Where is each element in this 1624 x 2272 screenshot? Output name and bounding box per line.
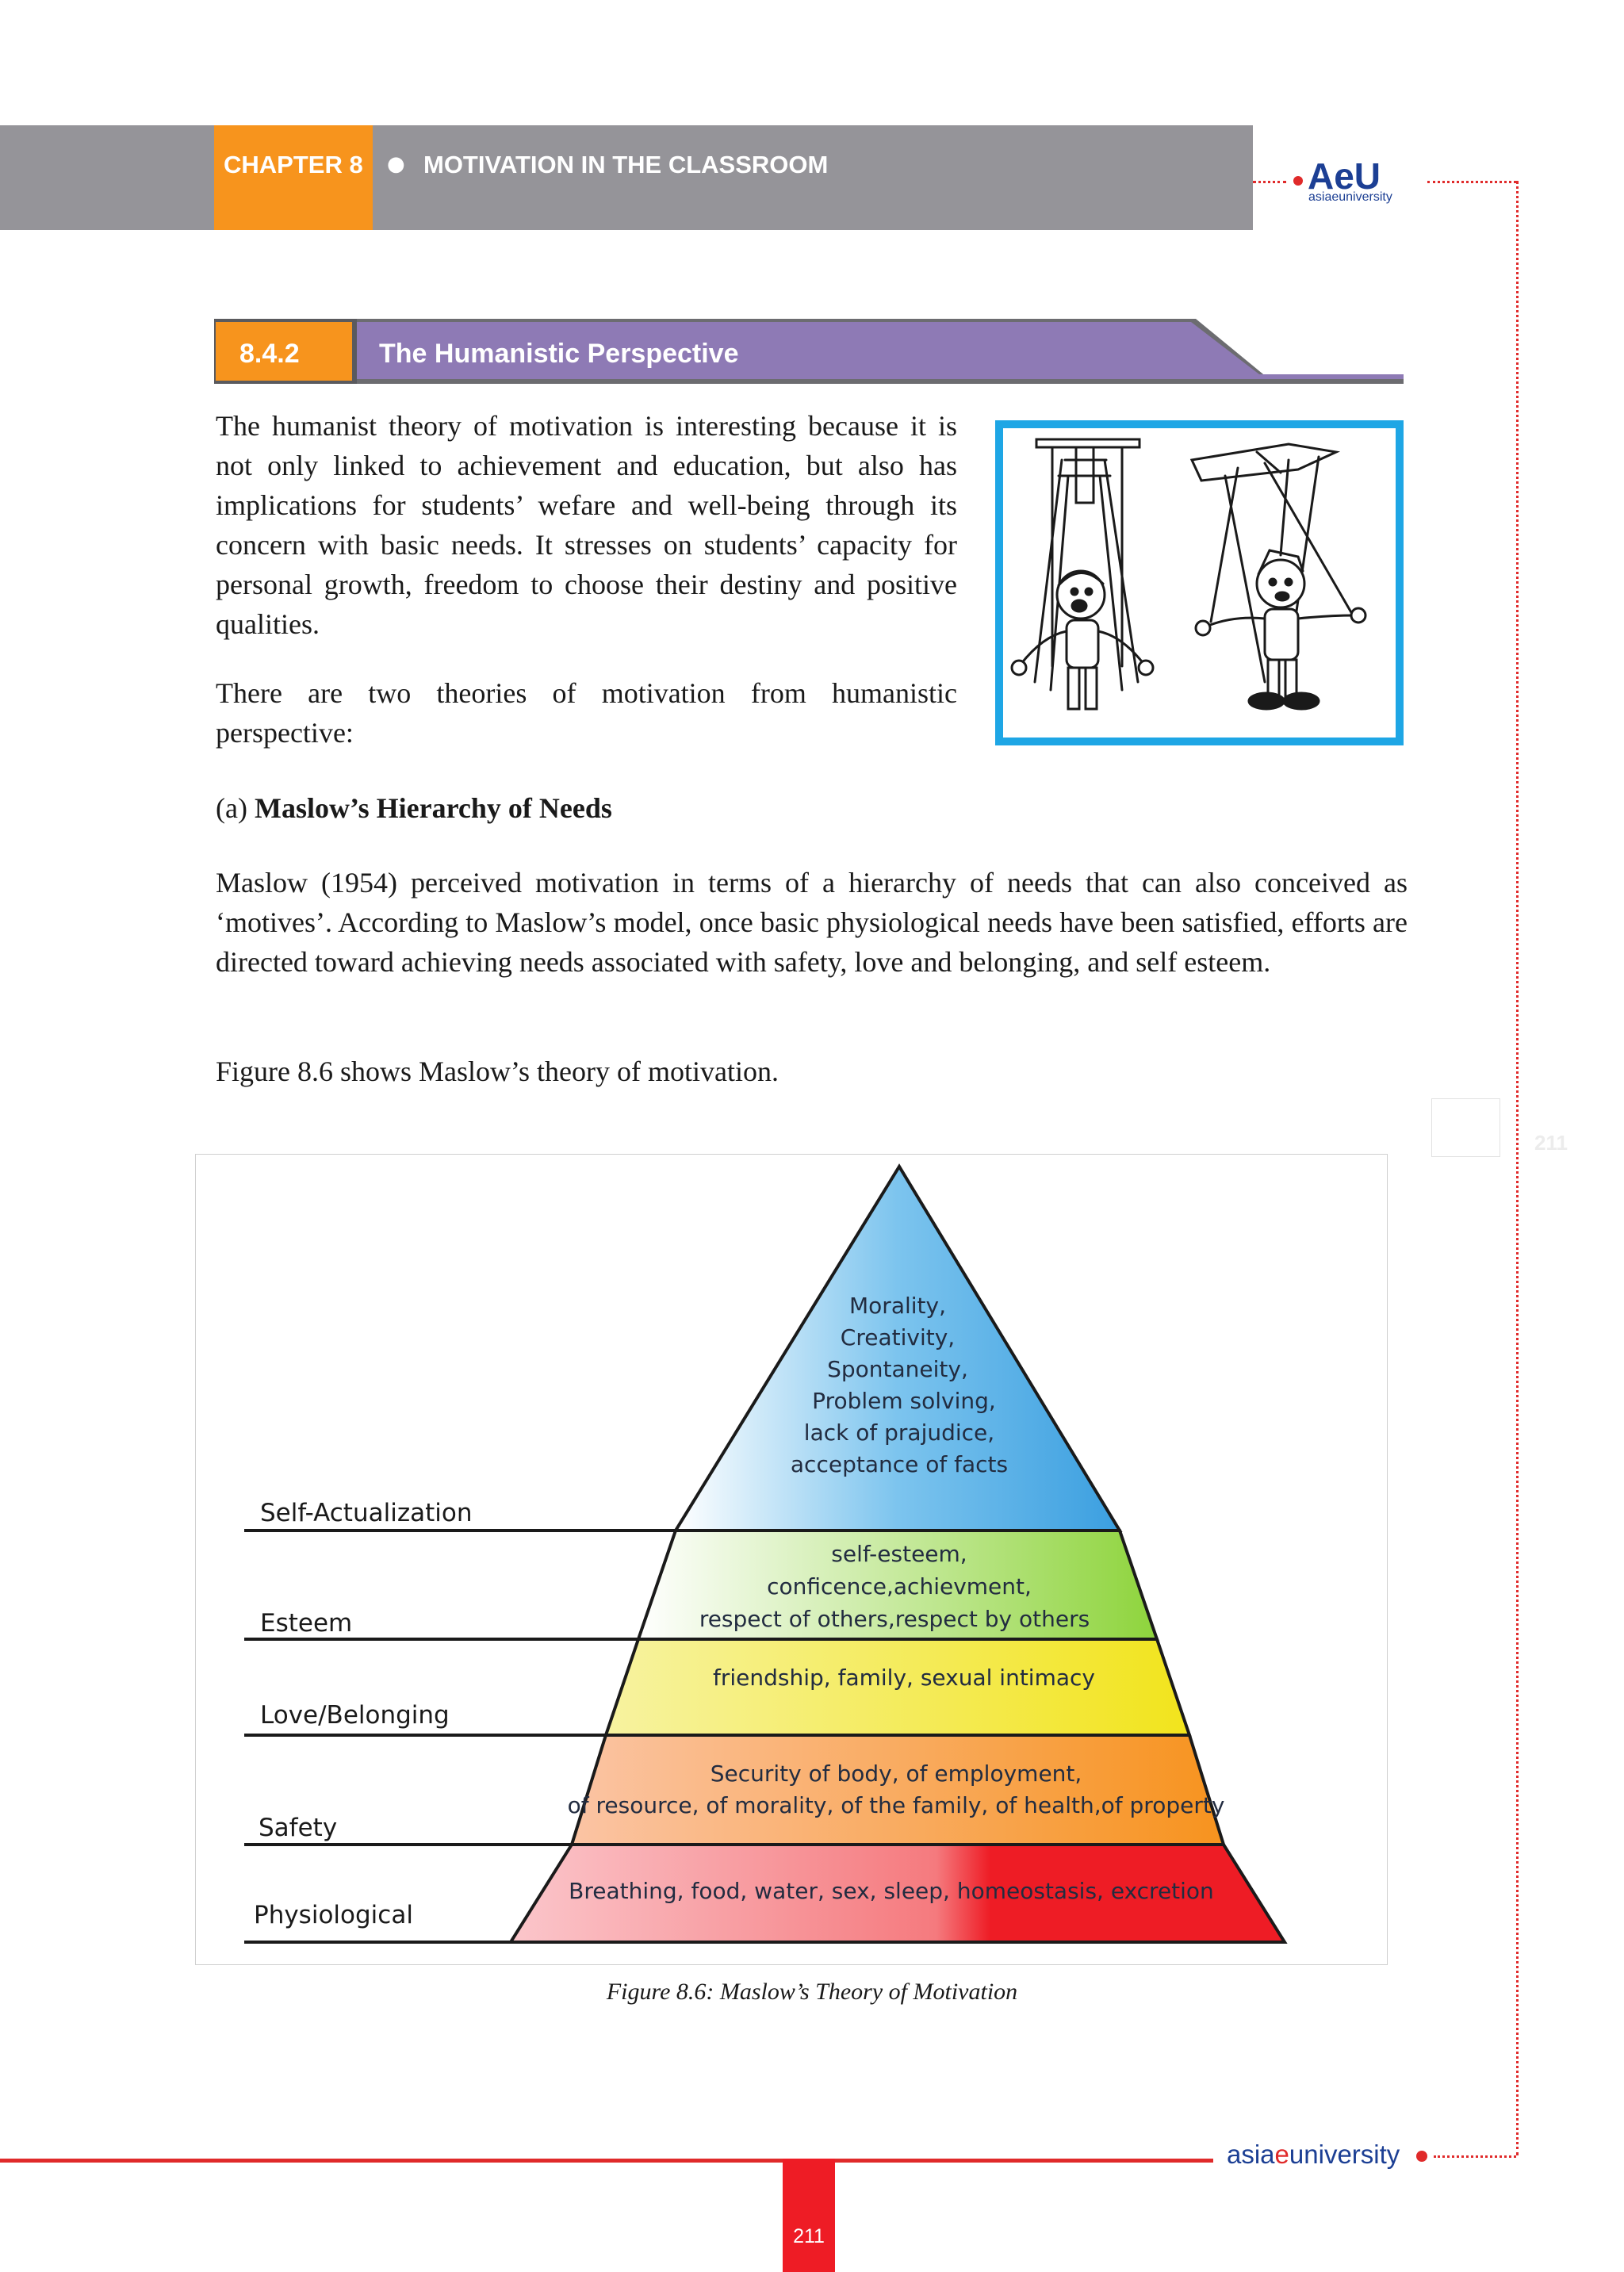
physiological-line: Breathing, food, water, sex, sleep, home… xyxy=(569,1878,1214,1904)
side-page-tab xyxy=(1431,1098,1500,1157)
footer-dot xyxy=(1416,2151,1427,2162)
maslow-paragraph: Maslow (1954) perceived motivation in te… xyxy=(216,867,1408,978)
page-dotted-border xyxy=(1516,181,1519,2155)
page-number: 211 xyxy=(793,2225,825,2247)
side-page-number: 211 xyxy=(1534,1131,1568,1155)
chapter-title: MOTIVATION IN THE CLASSROOM xyxy=(423,151,829,178)
maslow-subheading: (a) Maslow’s Hierarchy of Needs xyxy=(216,791,612,825)
footer-brand-prefix: asia xyxy=(1227,2140,1275,2169)
footer-rule xyxy=(0,2159,1213,2163)
logo-subtitle: asiaeuniversity xyxy=(1308,190,1392,204)
footer-brand: asiaeuniversity xyxy=(1227,2140,1400,2170)
safety-line: Security of body, of employment, xyxy=(710,1761,1082,1787)
footer-dotted-rule xyxy=(1434,2155,1516,2158)
figure-caption: Figure 8.6: Maslow’s Theory of Motivatio… xyxy=(606,1979,1018,2005)
puppet-drawing xyxy=(1010,438,1367,711)
sa-line: acceptance of facts xyxy=(791,1451,1008,1477)
footer-brand-e: e xyxy=(1274,2140,1289,2169)
aeu-logo: AeU xyxy=(1293,155,1381,197)
label-esteem: Esteem xyxy=(260,1609,352,1638)
esteem-line: self-esteem, xyxy=(831,1541,967,1567)
logo-mark: AeU xyxy=(1308,155,1381,197)
maslow-pyramid: Self-Actualization Esteem Love/Belonging… xyxy=(244,1163,1288,1944)
theories-paragraph: There are two theories of motivation fro… xyxy=(216,677,957,749)
label-physiological: Physiological xyxy=(254,1901,413,1929)
subheading-prefix: (a) xyxy=(216,792,255,824)
love-line: friendship, family, sexual intimacy xyxy=(713,1665,1095,1691)
esteem-line: respect of others,respect by others xyxy=(699,1606,1090,1632)
sa-line: Spontaneity, xyxy=(827,1356,968,1382)
label-self-actualization: Self-Actualization xyxy=(260,1499,472,1527)
sa-line: Morality, xyxy=(849,1293,946,1319)
header-dotted-rule-right xyxy=(1427,181,1516,183)
header-bar xyxy=(0,125,1253,230)
sa-line: Creativity, xyxy=(841,1324,955,1351)
puppet-illustration xyxy=(995,420,1404,745)
section-band xyxy=(214,319,1404,384)
header-separator-dot: ● xyxy=(387,152,405,176)
section-number: 8.4.2 xyxy=(239,339,300,369)
header-dotted-rule-left xyxy=(1253,181,1286,183)
label-safety: Safety xyxy=(259,1814,337,1842)
sa-line: lack of prajudice, xyxy=(804,1420,994,1446)
tier-safety xyxy=(569,1734,1226,1846)
section-title: The Humanistic Perspective xyxy=(379,339,739,369)
safety-line: of resource, of morality, of the family,… xyxy=(568,1792,1225,1818)
sa-line: Problem solving, xyxy=(812,1388,996,1414)
footer-brand-suffix: university xyxy=(1289,2140,1400,2169)
intro-paragraph: The humanist theory of motivation is int… xyxy=(216,410,957,640)
label-love-belonging: Love/Belonging xyxy=(260,1701,450,1730)
esteem-line: conficence,achievment, xyxy=(767,1573,1032,1600)
chapter-label: CHAPTER 8 xyxy=(224,151,363,178)
chapter-box xyxy=(214,125,373,230)
tier-physiological xyxy=(508,1843,1288,1944)
subheading-title: Maslow’s Hierarchy of Needs xyxy=(254,792,612,824)
page-number-tab xyxy=(783,2159,835,2272)
figure-reference-paragraph: Figure 8.6 shows Maslow’s theory of moti… xyxy=(216,1056,779,1087)
